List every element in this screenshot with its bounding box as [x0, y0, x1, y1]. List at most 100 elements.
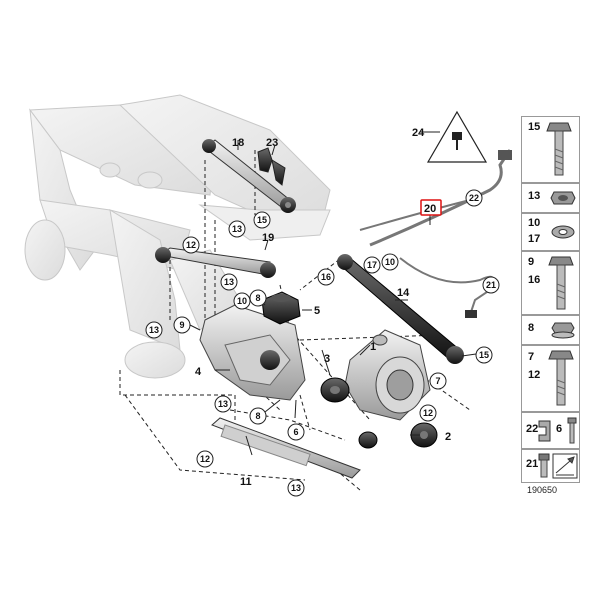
side-label-7: 7	[528, 351, 535, 363]
callout-3: 3	[324, 353, 330, 365]
circled-callout-10: 10	[233, 292, 251, 310]
svg-text:13: 13	[232, 224, 242, 234]
clip-icon	[538, 420, 551, 442]
callout-5: 5	[314, 305, 320, 317]
screw-icon	[538, 453, 550, 478]
callout-20: 20	[424, 203, 436, 215]
bolt-icon	[548, 350, 574, 406]
svg-text:15: 15	[479, 350, 489, 360]
svg-text:13: 13	[224, 277, 234, 287]
svg-text:21: 21	[486, 280, 496, 290]
circled-callout-15: 15	[253, 211, 271, 229]
side-label-17: 17	[528, 233, 541, 245]
svg-text:8: 8	[255, 293, 260, 303]
toe-link	[337, 254, 464, 364]
circled-callout-10: 10	[381, 253, 399, 271]
callout-4: 4	[195, 366, 202, 378]
side-label-15: 15	[528, 121, 541, 133]
callout-24: 24	[412, 127, 425, 139]
svg-text:10: 10	[385, 257, 395, 267]
side-label-8: 8	[528, 322, 535, 334]
side-panel-cell-8: 8	[521, 315, 580, 345]
svg-text:12: 12	[186, 240, 196, 250]
svg-text:8: 8	[255, 411, 260, 421]
svg-text:6: 6	[293, 427, 298, 437]
rubber-mount	[261, 291, 301, 325]
circled-callout-13: 13	[228, 220, 246, 238]
direction-arrow-icon	[552, 453, 578, 479]
small-bolt-icon	[567, 417, 577, 444]
circled-callout-17: 17	[363, 256, 381, 274]
circled-callout-9: 9	[173, 316, 191, 334]
circled-callout-7: 7	[429, 372, 447, 390]
circled-callout-8: 8	[249, 407, 267, 425]
nut-icon	[550, 191, 576, 205]
svg-text:9: 9	[179, 320, 184, 330]
circled-callout-12: 12	[182, 236, 200, 254]
callout-20-box: 20	[420, 199, 442, 216]
bolt-icon	[548, 256, 574, 310]
callout-23: 23	[266, 137, 278, 149]
circled-callout-13: 13	[220, 273, 238, 291]
callout-18: 18	[232, 137, 244, 149]
svg-text:13: 13	[149, 325, 159, 335]
wheel-carrier	[344, 329, 431, 421]
lower-control-arm	[199, 304, 306, 401]
circled-callout-8: 8	[249, 289, 267, 307]
circled-callout-12: 12	[196, 450, 214, 468]
bushing-3	[320, 377, 350, 403]
camber-link	[155, 247, 276, 278]
side-panel-cell-7-12: 7 12	[521, 345, 580, 412]
side-panel-cell-22-6: 22 6	[521, 412, 580, 449]
side-panel-cell-13: 13	[521, 183, 580, 213]
flange-nut-icon	[551, 322, 575, 339]
tension-strut	[211, 417, 361, 479]
side-panel-cell-10-17: 10 17	[521, 213, 580, 251]
side-label-6: 6	[556, 423, 563, 435]
callout-2: 2	[445, 431, 451, 443]
svg-text:17: 17	[367, 260, 377, 270]
svg-text:16: 16	[321, 272, 331, 282]
bushing-2	[358, 422, 438, 449]
side-label-13: 13	[528, 190, 541, 202]
upper-control-arm	[202, 139, 296, 213]
svg-text:13: 13	[218, 399, 228, 409]
callout-19: 19	[262, 232, 274, 244]
circled-callout-6: 6	[287, 423, 305, 441]
warning-triangle-icon	[426, 110, 488, 163]
side-label-21: 21	[526, 458, 539, 470]
callout-labels: 1 2 3 4 5 14 11 18 19 23 24	[195, 127, 451, 488]
side-label-10: 10	[528, 217, 541, 229]
circled-callout-16: 16	[317, 268, 335, 286]
bolt-icon	[546, 122, 572, 176]
svg-text:12: 12	[423, 408, 433, 418]
callout-11: 11	[240, 476, 252, 488]
callout-14: 14	[397, 287, 410, 299]
side-label-16: 16	[528, 274, 541, 286]
circled-callout-12: 12	[419, 404, 437, 422]
svg-text:7: 7	[435, 376, 440, 386]
svg-text:15: 15	[257, 215, 267, 225]
circled-callout-13: 13	[214, 395, 232, 413]
circled-callout-13: 13	[287, 479, 305, 497]
washer-icon	[551, 225, 575, 239]
diagram-id: 190650	[527, 485, 558, 495]
sensor-bracket	[257, 147, 286, 186]
svg-text:10: 10	[237, 296, 247, 306]
side-label-9: 9	[528, 256, 535, 268]
side-panel-cell-15: 15	[521, 116, 580, 183]
circled-callout-13: 13	[145, 321, 163, 339]
side-panel-cell-21: 21	[521, 449, 580, 483]
side-label-22: 22	[526, 423, 539, 435]
circled-callout-22: 22	[465, 189, 483, 207]
callout-1: 1	[370, 341, 376, 353]
side-panel-cell-9-16: 9 16	[521, 251, 580, 315]
svg-text:13: 13	[291, 483, 301, 493]
svg-text:22: 22	[469, 193, 479, 203]
circled-callout-15: 15	[475, 346, 493, 364]
svg-text:12: 12	[200, 454, 210, 464]
circled-callout-21: 21	[482, 276, 500, 294]
side-label-12: 12	[528, 369, 541, 381]
